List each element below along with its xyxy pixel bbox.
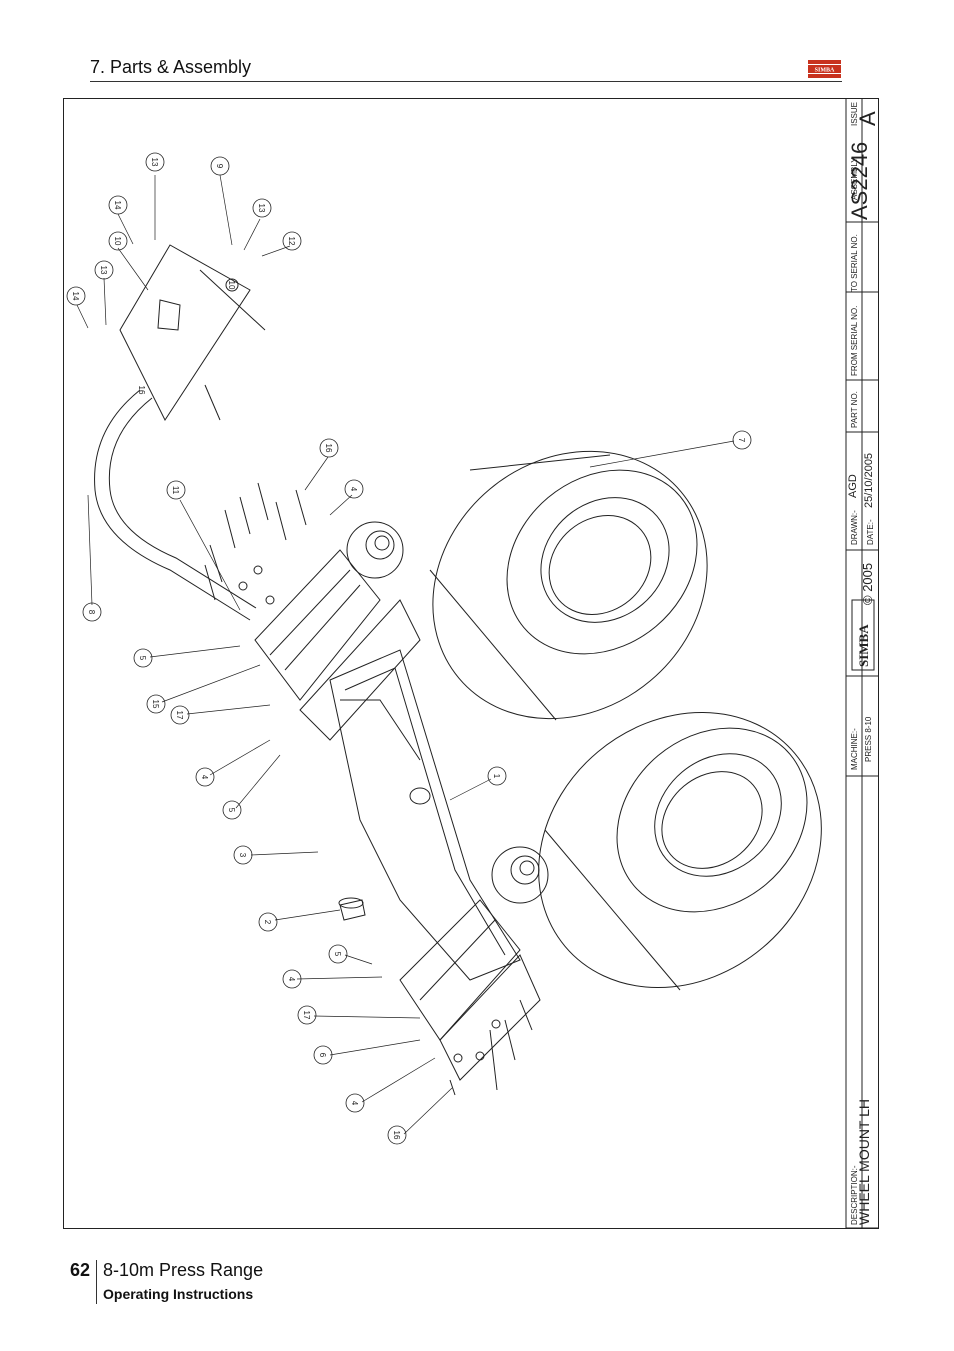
- simba-logo: SIMBA: [808, 60, 841, 78]
- callout-13b: 13: [257, 204, 266, 213]
- callout-9: 9: [215, 164, 224, 169]
- callout-10b: 10: [227, 281, 236, 290]
- callout-12: 12: [287, 237, 296, 246]
- callout-16b: 16: [324, 444, 333, 453]
- callout-11: 11: [171, 486, 180, 495]
- bolt-group-lower: [449, 999, 533, 1096]
- main-beam: [329, 649, 521, 981]
- callout-circles: [66, 152, 752, 1145]
- callout-17b: 17: [302, 1011, 311, 1020]
- title-block-logo: SIMBA: [851, 599, 875, 671]
- machine-value: PRESS 8-10: [864, 716, 873, 762]
- drawn-label: DRAWN:-: [850, 510, 859, 545]
- footer-subtitle: Operating Instructions: [103, 1286, 254, 1302]
- tyre-upper: [429, 450, 708, 721]
- description-value: WHEEL MOUNT LH: [856, 1098, 872, 1225]
- issue-value: A: [855, 111, 880, 126]
- callout-8: 8: [87, 610, 96, 615]
- callout-13a: 13: [150, 158, 159, 167]
- bolt-group-upper: [204, 482, 307, 605]
- logo-text: SIMBA: [815, 68, 835, 74]
- callout-4d: 4: [350, 1101, 359, 1106]
- machine-label: MACHINE:-: [850, 728, 859, 770]
- callout-5a: 5: [138, 656, 147, 661]
- drawn-value: AGD: [847, 474, 859, 498]
- footer-rule: [96, 1260, 97, 1304]
- date-label: DATE:-: [866, 519, 875, 545]
- callout-13c: 13: [99, 266, 108, 275]
- curved-tube: [94, 389, 257, 621]
- callout-17a: 17: [175, 711, 184, 720]
- axle-lower: [399, 846, 549, 1081]
- callout-4a: 4: [349, 487, 358, 492]
- callout-5c: 5: [333, 952, 342, 957]
- to-serial-label: TO SERIAL NO.: [850, 234, 859, 292]
- mounting-plate: [119, 244, 266, 422]
- part-no-label: PART NO.: [850, 391, 859, 428]
- header-rule: [90, 81, 842, 82]
- from-serial-label: FROM SERIAL NO.: [850, 305, 859, 376]
- callout-10a: 10: [113, 237, 122, 246]
- assembly-value: AS2246: [847, 141, 872, 220]
- callout-14b: 14: [71, 292, 80, 301]
- callout-16c: 16: [392, 1131, 401, 1140]
- callout-2: 2: [263, 920, 272, 925]
- drawing-frame: [63, 98, 879, 1229]
- title-block-brand: SIMBA: [856, 624, 871, 667]
- title-block-lines: [845, 99, 879, 1229]
- callout-15: 15: [151, 700, 160, 709]
- date-value: 25/10/2005: [863, 452, 875, 508]
- bushing: [338, 897, 366, 921]
- callout-7: 7: [737, 438, 746, 443]
- callout-5b: 5: [227, 808, 236, 813]
- axle-upper: [254, 521, 421, 741]
- tyre-lower: [538, 711, 822, 991]
- footer-title: 8-10m Press Range: [103, 1260, 264, 1280]
- leader-lines: [76, 174, 735, 1135]
- page-number: 62: [70, 1260, 91, 1280]
- callout-1: 1: [492, 774, 501, 779]
- callout-labels: 13 9 14 13 10 12 13 14 10 16 7 16 4 11 8…: [71, 158, 746, 1140]
- callout-16a: 16: [137, 386, 146, 395]
- callout-6: 6: [318, 1053, 327, 1058]
- callout-14a: 14: [113, 201, 122, 210]
- callout-4c: 4: [287, 977, 296, 982]
- copyright: © 2005: [860, 562, 875, 605]
- callout-3: 3: [238, 853, 247, 858]
- callout-4b: 4: [200, 775, 209, 780]
- section-title: 7. Parts & Assembly: [90, 57, 252, 77]
